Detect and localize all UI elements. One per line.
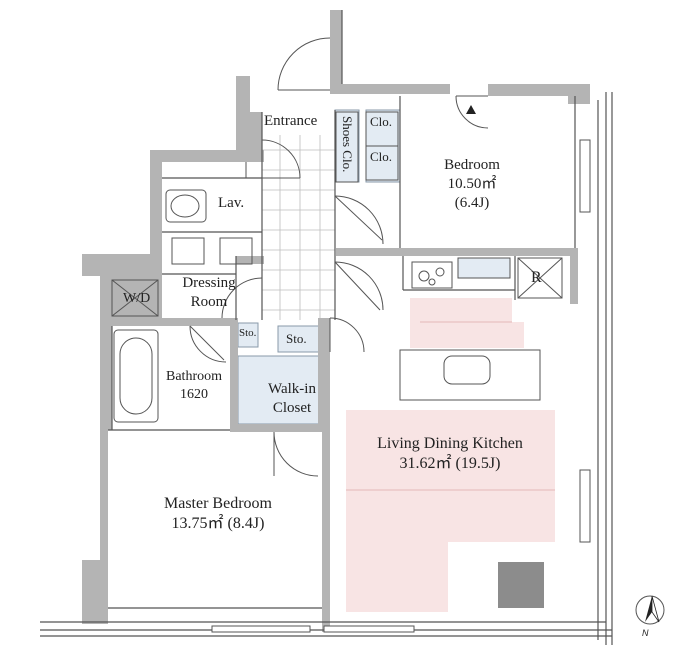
windows — [211, 139, 591, 633]
dressing-line2: Room — [190, 293, 228, 310]
room-dressing: Dressing Room — [170, 274, 248, 312]
master-bedroom-name: Master Bedroom — [164, 495, 272, 512]
walls — [82, 10, 590, 632]
room-label-entrance: Entrance — [264, 113, 318, 129]
ldk-area: 31.62㎡ (19.5J) — [399, 455, 501, 472]
entrance-tiles — [262, 135, 335, 320]
room-bedroom: Bedroom 10.50㎡ (6.4J) — [432, 156, 512, 212]
ldk-floor — [346, 298, 555, 612]
room-ldk: Living Dining Kitchen 31.62㎡ (19.5J) — [350, 434, 550, 474]
ldk-name: Living Dining Kitchen — [377, 435, 523, 452]
dressing-line1: Dressing — [182, 275, 236, 291]
bathroom-size: 1620 — [180, 386, 208, 402]
compass-label: N — [642, 628, 649, 638]
room-label-storage: Sto. — [286, 331, 307, 346]
room-label-washer-dryer: W/D — [123, 291, 151, 306]
bathroom-name: Bathroom — [166, 369, 222, 384]
room-label-shoes-closet: Shoes Clo. — [340, 116, 355, 173]
room-label-closet-1: Clo. — [370, 114, 393, 129]
room-label-refrigerator: R — [531, 269, 542, 286]
entry-arrow-icon — [466, 105, 476, 114]
bedroom-jo: (6.4J) — [454, 194, 490, 211]
compass-icon — [635, 595, 665, 625]
room-walk-in-closet: Walk-in Closet — [252, 380, 332, 418]
kitchen-fixtures — [399, 257, 563, 401]
walk-in-line2: Closet — [272, 399, 312, 416]
master-bedroom-area: 13.75㎡ (8.4J) — [171, 515, 265, 532]
bedroom-area: 10.50㎡ — [447, 175, 497, 192]
room-label-storage-small: Sto. — [239, 327, 257, 339]
walk-in-line1: Walk-in — [268, 381, 316, 397]
room-bathroom: Bathroom 1620 — [154, 368, 234, 403]
bath-fixtures — [111, 162, 253, 423]
room-label-lavatory: Lav. — [218, 195, 245, 211]
room-label-closet-2: Clo. — [370, 149, 393, 164]
structural-column — [498, 562, 544, 608]
room-master-bedroom: Master Bedroom 13.75㎡ (8.4J) — [138, 494, 298, 534]
doors — [189, 37, 489, 477]
bedroom-name: Bedroom — [444, 157, 500, 173]
